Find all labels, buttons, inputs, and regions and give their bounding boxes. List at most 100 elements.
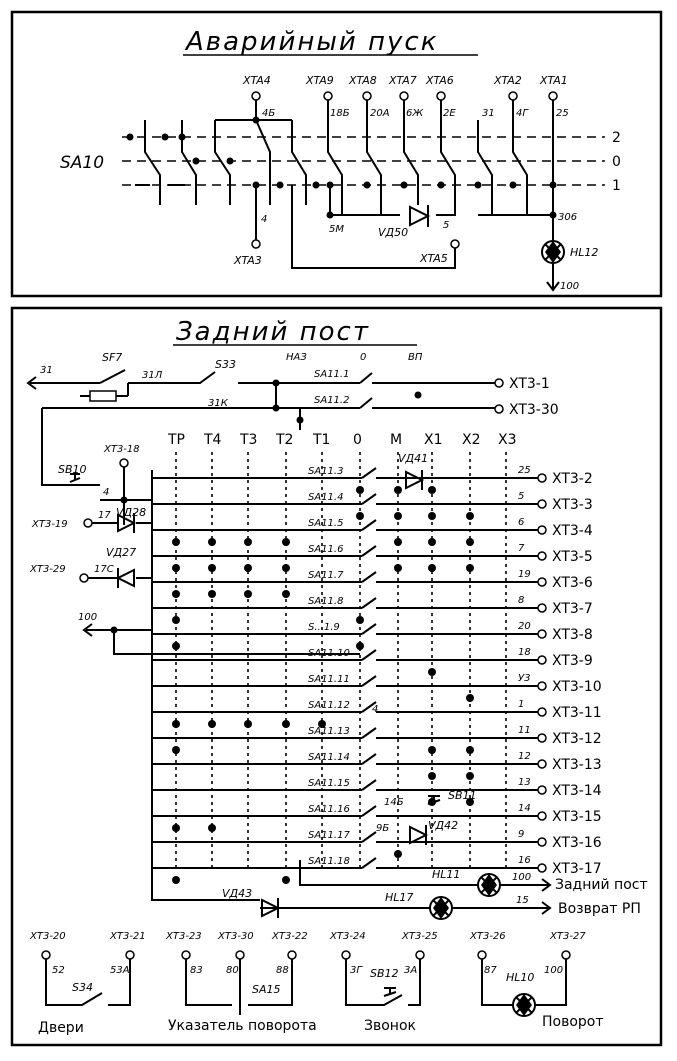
w-31l-label: 31Л	[142, 370, 163, 381]
terminal-xt3-10	[537, 681, 547, 691]
row-wire-label: 18	[518, 647, 531, 658]
contact-dot	[172, 564, 180, 572]
sa11-row-label: SA11.5	[308, 518, 343, 529]
contact-dot	[208, 720, 216, 728]
contact-dot	[394, 538, 402, 546]
vd43-hl17	[260, 896, 552, 920]
w-31k-label: 31К	[208, 398, 229, 409]
turn-label: Поворот	[542, 1014, 604, 1030]
col-x3: X3	[498, 432, 517, 448]
row-terminal-label: XT3-2	[552, 471, 593, 487]
col-t3: Т3	[239, 432, 257, 448]
contact-dot	[172, 642, 180, 650]
row-wire-label: 7	[518, 543, 525, 554]
position-0: 0	[612, 154, 621, 170]
row-wire-label: 25	[518, 465, 531, 476]
sa11-row-label: SA11.16	[308, 804, 350, 815]
terminal-xta1	[548, 91, 558, 101]
sa11-row-label: SA11.18	[308, 856, 350, 867]
hl10-label: HL10	[506, 971, 534, 984]
sa11-row-label: SA11.6	[308, 544, 343, 555]
col-m: М	[390, 432, 402, 448]
terminal-label-xta1: XTA1	[539, 74, 568, 87]
matrix-wire	[361, 753, 377, 765]
w15-label: 15	[516, 895, 529, 906]
row-wire-label: 9	[518, 829, 524, 840]
terminal-label-xta6: XTA6	[425, 74, 454, 87]
wire-2e: 2Е	[443, 108, 456, 119]
terminal-xt3-7	[537, 603, 547, 613]
row-terminal-label: XT3-9	[552, 653, 593, 669]
bw-88: 88	[276, 965, 289, 976]
bw-53a: 53А	[110, 965, 130, 976]
row-terminal-label: XT3-14	[552, 783, 602, 799]
wire-5-label: 5	[443, 220, 449, 231]
row-wire-label: 13	[518, 777, 531, 788]
contact-dot	[356, 642, 364, 650]
contact-dot	[172, 746, 180, 754]
bt-label-7: XT3-26	[469, 931, 506, 942]
matrix-wire	[361, 571, 377, 583]
rear-post-out-label: Задний пост	[555, 877, 648, 893]
contact-dot	[172, 720, 180, 728]
bt-label-2: XT3-23	[165, 931, 202, 942]
sa11-row-label: SA11.7	[308, 570, 344, 581]
row-terminal-label: XT3-4	[552, 523, 593, 539]
terminal-xta2	[508, 91, 518, 101]
wire-4-label: 4	[261, 214, 267, 225]
terminal-xt3-9	[537, 655, 547, 665]
matrix-wire	[361, 831, 377, 843]
wire-4g: 4Г	[516, 108, 529, 119]
rear-post-title: Задний пост	[176, 317, 370, 347]
matrix-wire	[361, 597, 377, 609]
xt3-29-label: XT3-29	[29, 564, 66, 575]
terminal-xt3-12	[537, 733, 547, 743]
contact-dot	[282, 564, 290, 572]
contact-dot	[428, 538, 436, 546]
matrix-wire	[361, 675, 377, 687]
terminal-xt3-13	[537, 759, 547, 769]
bw-52: 52	[52, 965, 65, 976]
sa10-contacts	[126, 100, 557, 215]
s34-label: S34	[72, 981, 93, 994]
matrix-wire	[361, 805, 377, 817]
terminal-xta4	[251, 91, 261, 101]
contact-dot	[282, 538, 290, 546]
emergency-start-title: Аварийный пуск	[184, 27, 438, 57]
bw-3g: 3Г	[350, 965, 363, 976]
terminal-label-xta8: XTA8	[348, 74, 377, 87]
bt-label-8: XT3-27	[549, 931, 586, 942]
vd50-label: VД50	[378, 226, 408, 239]
terminal-label-xta3: XTA3	[233, 254, 262, 267]
sf7-label: SF7	[102, 351, 122, 364]
contact-dot	[394, 564, 402, 572]
matrix-wire	[361, 493, 377, 505]
rear-post-panel	[10, 306, 663, 1047]
w4v-label: 4	[372, 704, 378, 715]
sa11-2-label: SA11.2	[314, 395, 349, 406]
contact-dot	[466, 538, 474, 546]
w17c-label: 17С	[94, 564, 114, 575]
vd50-diode	[409, 205, 431, 227]
col-t4: Т4	[203, 432, 222, 448]
vd43-label: VД43	[222, 887, 252, 900]
row-terminal-label: XT3-10	[552, 679, 602, 695]
out-100-label: 100	[560, 281, 579, 292]
nz-label: НАЗ	[286, 352, 307, 363]
terminal-label-xta5: XTA5	[419, 252, 448, 265]
out100-label: 100	[78, 612, 97, 623]
row-wire-label: 1	[518, 699, 524, 710]
sa11-row-label: S...1.9	[308, 622, 340, 633]
w9b-label: 9Б	[376, 823, 389, 834]
row-wire-label: 14	[518, 803, 531, 814]
in-31-label: 31	[40, 365, 53, 376]
sa11-1-label: SA11.1	[314, 369, 349, 380]
bt-label-6: XT3-25	[401, 931, 438, 942]
row-wire-label: 16	[518, 855, 531, 866]
matrix-wire	[361, 623, 377, 635]
bt-label-5: XT3-24	[329, 931, 366, 942]
contact-dot	[244, 564, 252, 572]
sb12-label: SB12	[370, 967, 399, 980]
